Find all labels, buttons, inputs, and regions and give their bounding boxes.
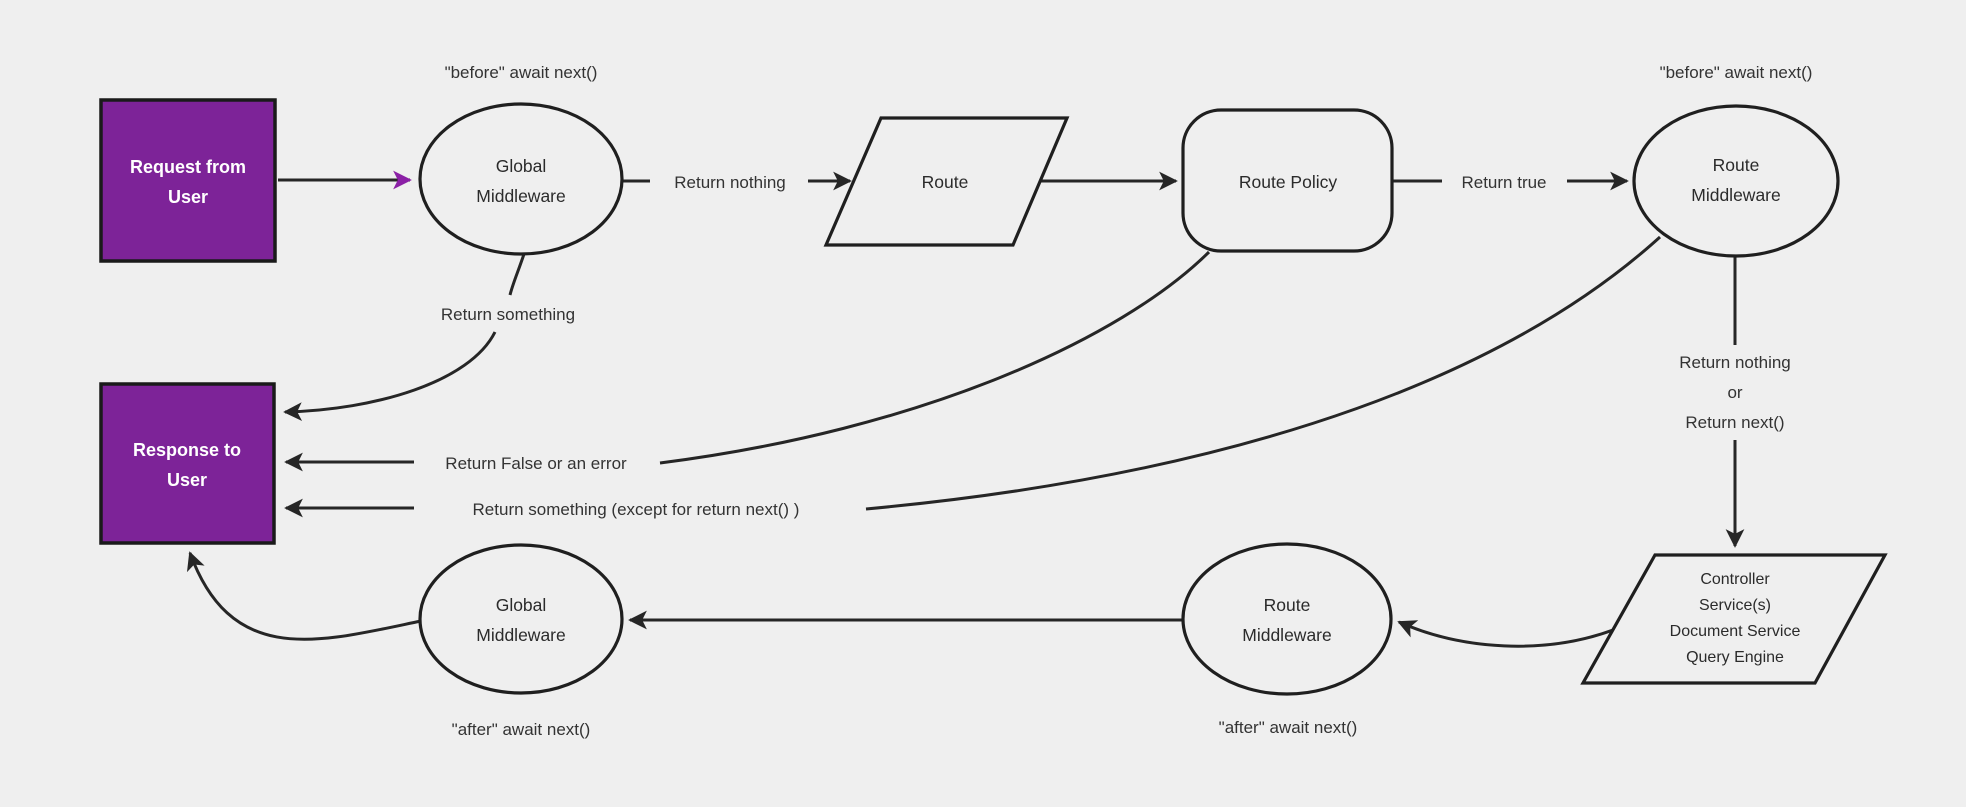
- edge-globalmw-return-something-seg2: [283, 331, 497, 421]
- route-parallelogram: [823, 116, 1070, 247]
- global-middleware-top-label-line1: Global: [496, 156, 547, 176]
- route-policy-label: Route Policy: [1239, 172, 1337, 192]
- label-after-await-left: "after" await next(): [452, 720, 591, 739]
- request-from-user-box: [99, 98, 277, 263]
- label-return-nothing: Return nothing: [674, 173, 786, 192]
- edge-routepolicy-return-false-seg1: [659, 250, 1211, 465]
- response-box-label-line2: User: [167, 470, 207, 490]
- response-box-label-line1: Response to: [133, 440, 241, 460]
- label-return-nothing-or-line2: or: [1727, 383, 1742, 402]
- global-middleware-bottom-label-line2: Middleware: [476, 625, 565, 645]
- global-middleware-top-ellipse: [418, 102, 624, 256]
- controller-label-line3: Document Service: [1670, 623, 1801, 640]
- route-middleware-top-label-line1: Route: [1713, 155, 1760, 175]
- label-return-something-except: Return something (except for return next…: [473, 500, 800, 519]
- label-after-await-right: "after" await next(): [1219, 718, 1358, 737]
- global-middleware-top-label-line2: Middleware: [476, 186, 565, 206]
- response-to-user-box: [99, 382, 276, 545]
- controller-label-line4: Query Engine: [1686, 649, 1784, 666]
- controller-services-parallelogram: [1580, 553, 1888, 685]
- global-middleware-bottom-ellipse: [418, 543, 624, 695]
- label-return-something: Return something: [441, 305, 575, 324]
- global-middleware-bottom-label-line1: Global: [496, 595, 547, 615]
- label-before-await-right: "before" await next(): [1660, 63, 1813, 82]
- route-middleware-bottom-label-line2: Middleware: [1242, 625, 1331, 645]
- label-return-false-or-error: Return False or an error: [445, 454, 627, 473]
- route-middleware-bottom-ellipse: [1181, 542, 1393, 696]
- edge-globalmw-return-something-seg1: [508, 253, 526, 296]
- label-before-await-left: "before" await next(): [445, 63, 598, 82]
- edge-controller-to-routemw-bottom: [1397, 620, 1614, 648]
- route-middleware-top-label-line2: Middleware: [1691, 185, 1780, 205]
- label-return-true: Return true: [1461, 173, 1546, 192]
- label-return-nothing-or-line1: Return nothing: [1679, 353, 1791, 372]
- label-return-nothing-or-line3: Return next(): [1685, 413, 1784, 432]
- request-box-label-line1: Request from: [130, 157, 246, 177]
- controller-label-line1: Controller: [1700, 571, 1770, 588]
- route-policy-rect: [1181, 108, 1394, 253]
- route-middleware-top-ellipse: [1632, 104, 1840, 258]
- edge-globalmw-bottom-to-response: [186, 551, 422, 641]
- request-box-label-line2: User: [168, 187, 208, 207]
- route-label: Route: [922, 172, 969, 192]
- edge-routemw-return-something-seg1: [865, 235, 1662, 511]
- route-middleware-bottom-label-line1: Route: [1264, 595, 1311, 615]
- controller-label-line2: Service(s): [1699, 597, 1771, 614]
